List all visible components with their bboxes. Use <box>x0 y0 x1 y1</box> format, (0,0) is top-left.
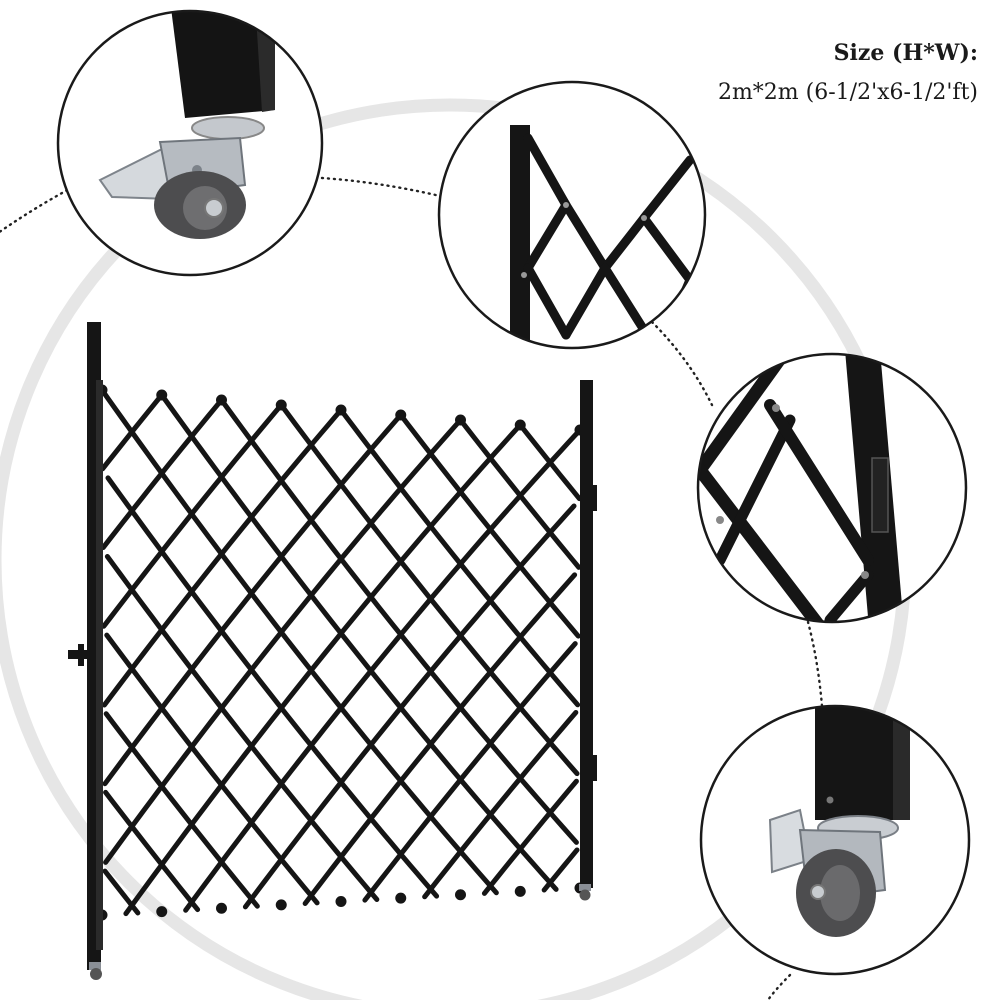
lattice-bar <box>101 407 344 708</box>
lattice-rivet <box>156 389 168 401</box>
caster-wheel-bottom-view <box>699 704 971 976</box>
lattice-side-bracket-view <box>696 352 968 624</box>
dotted-path-3 <box>806 620 824 708</box>
lattice-bar <box>102 412 404 787</box>
lattice-bar <box>278 402 580 777</box>
lattice-rivet <box>335 896 347 907</box>
lattice-rivet <box>335 404 347 416</box>
lattice-rivet <box>455 889 466 901</box>
lattice-bar <box>183 427 583 913</box>
dotted-path-1 <box>320 176 442 198</box>
lattice-rivet <box>455 414 466 426</box>
lattice-bar <box>101 402 284 629</box>
lattice-rivet <box>275 399 287 411</box>
lattice-bar <box>242 503 577 910</box>
lattice-rivet <box>395 409 407 421</box>
lattice-rivet <box>514 885 526 897</box>
lattice-bar <box>362 641 578 903</box>
gate-lattice <box>96 384 586 921</box>
lattice-bar <box>104 632 320 906</box>
lattice-bar <box>123 422 523 917</box>
caster-wheel-top-view <box>56 9 324 277</box>
lattice-bar <box>422 709 579 900</box>
lattice-rivet <box>395 892 407 904</box>
lattice-bar <box>541 847 580 893</box>
lattice-bar <box>103 789 201 913</box>
folding-gate <box>68 322 597 980</box>
lattice-rivet <box>216 394 227 406</box>
lattice-rivet <box>275 899 287 911</box>
dotted-path-2 <box>650 320 714 407</box>
lattice-bar <box>104 553 380 902</box>
gate-left-caster <box>89 962 102 980</box>
lattice-rivet <box>156 906 168 918</box>
size-label: Size (H*W): <box>833 40 978 66</box>
lattice-bar <box>100 397 224 551</box>
lattice-bar <box>481 778 579 896</box>
lattice-bar <box>302 572 578 907</box>
dotted-path-4 <box>766 973 792 1000</box>
gate-right-post <box>580 380 593 888</box>
lattice-rivet <box>514 419 526 431</box>
lattice-bar <box>103 417 463 865</box>
lattice-hinge-top-view <box>437 80 707 350</box>
lattice-rivet <box>216 902 227 914</box>
gate-right-caster <box>579 884 591 901</box>
lattice-bar <box>100 392 165 472</box>
size-value: 2m*2m (6-1/2'x6-1/2'ft) <box>717 80 978 105</box>
